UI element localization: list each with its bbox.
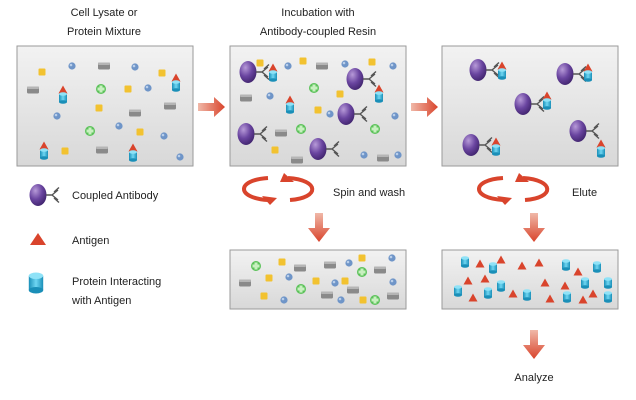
eluate-panel [441, 249, 619, 310]
legend-interactor-label-line1: Protein Interacting [72, 276, 161, 288]
spin-wash-label: Spin and wash [333, 187, 405, 199]
analyze-label: Analyze [514, 372, 553, 384]
lysate-panel [16, 45, 194, 167]
legend-antibody-label: Coupled Antibody [72, 190, 159, 202]
washed-resin-panel [441, 45, 619, 167]
incubation-title-line1: Incubation with [281, 7, 354, 19]
legend-interactor-label-line2: with Antigen [71, 295, 131, 307]
arrow-lysate-to-incubation [198, 97, 225, 117]
incubation-title-line2: Antibody-coupled Resin [260, 26, 376, 38]
legend: Coupled Antibody Antigen Protein Interac… [28, 183, 161, 307]
antibody-icon [28, 183, 60, 207]
lysate-title-line2: Protein Mixture [67, 26, 141, 38]
elute-label: Elute [572, 187, 597, 199]
lysate-title-line1: Cell Lysate or [71, 7, 138, 19]
spin-wash-rotation-icon [242, 173, 315, 205]
wash-flowthrough-panel [229, 249, 407, 310]
arrow-incubation-to-resin [411, 97, 438, 117]
arrow-down-to-eluate [523, 213, 545, 242]
legend-antigen-label: Antigen [72, 235, 109, 247]
elute-rotation-icon [477, 173, 550, 205]
interacting-protein-cylinder-icon [28, 272, 44, 294]
arrow-down-to-wash [308, 213, 330, 242]
antigen-triangle-icon [30, 233, 46, 245]
incubation-panel [229, 45, 407, 167]
arrow-down-to-analyze [523, 330, 545, 359]
